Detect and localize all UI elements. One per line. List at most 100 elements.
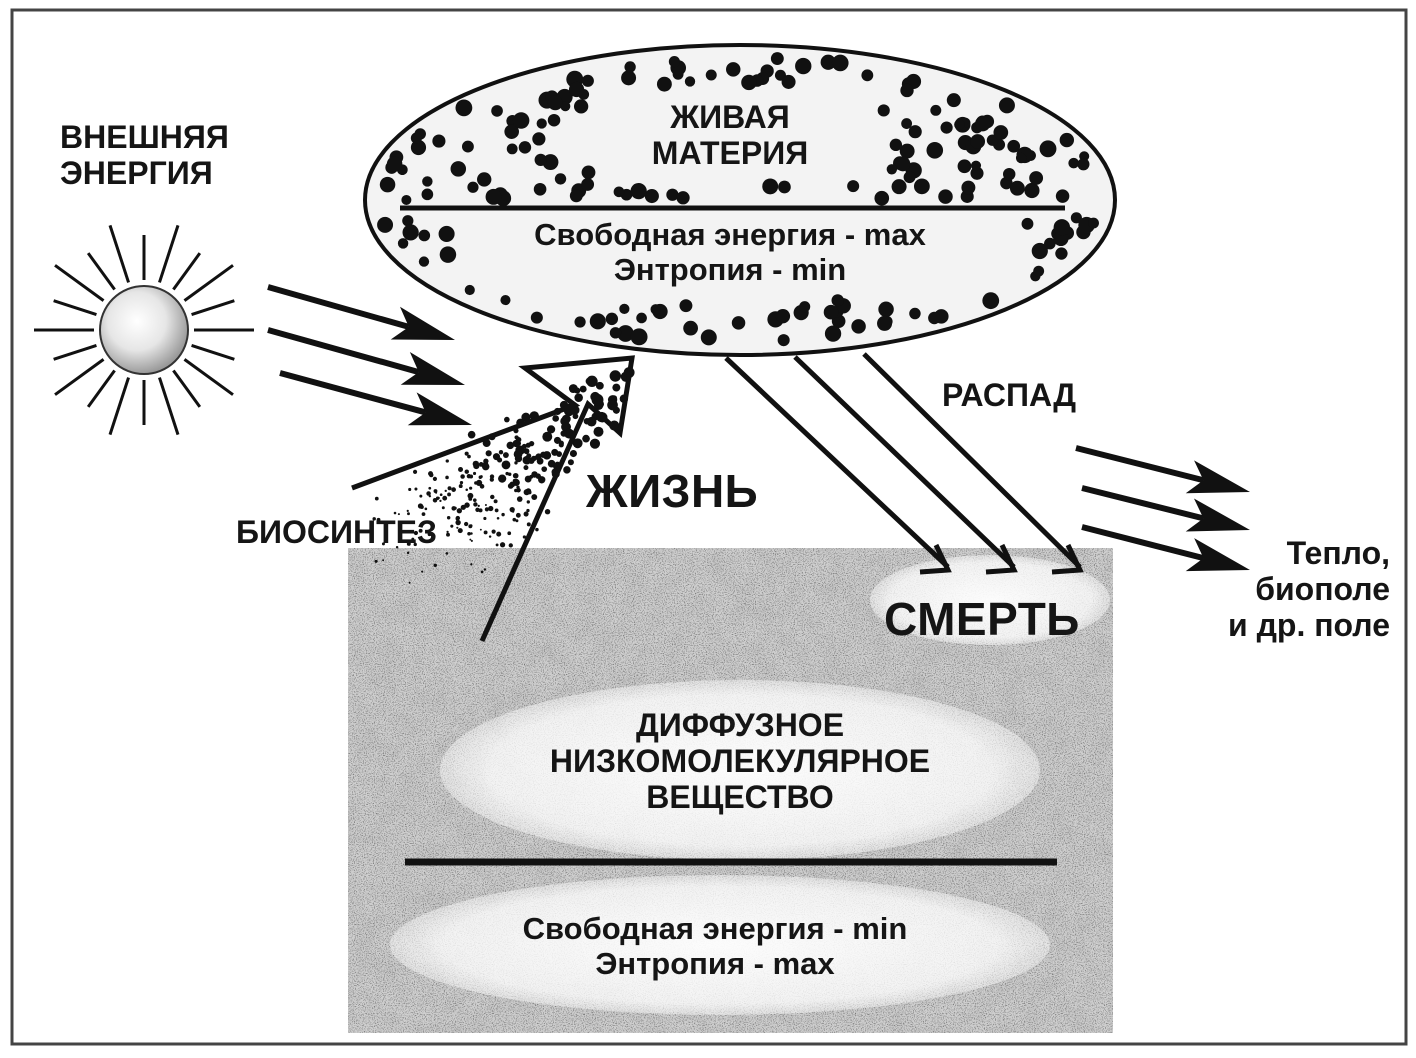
oval-dot (422, 176, 433, 187)
diffuse-matter-line-2: НИЗКОМОЛЕКУЛЯРНОЕ (549, 742, 931, 779)
stipple-dot (446, 530, 449, 534)
stipple-dot (451, 487, 456, 492)
oval-dot (700, 329, 717, 346)
stipple-dot (515, 512, 521, 518)
stipple-dot (521, 443, 527, 449)
stipple-dot (393, 511, 397, 515)
stipple-dot (499, 542, 506, 548)
oval-dot (533, 182, 547, 196)
stipple-dot (496, 531, 502, 537)
oval-dot (438, 225, 455, 242)
oval-dot (536, 118, 547, 129)
oval-dot (1053, 219, 1071, 236)
oval-dot (532, 132, 546, 146)
stipple-dot (484, 503, 487, 506)
oval-dot (975, 116, 991, 132)
sun-ray (54, 358, 105, 396)
living-matter-oval (363, 43, 1117, 357)
oval-dot (909, 307, 921, 320)
stipple-dot (467, 531, 471, 536)
oval-dot (886, 164, 898, 175)
oval-dot (518, 141, 532, 154)
stipple-dot (501, 460, 511, 470)
stipple-dot (427, 532, 432, 537)
stipple-dot (504, 416, 510, 423)
oval-dot (683, 320, 698, 336)
oval-dot (847, 180, 860, 193)
stipple-dot (433, 563, 437, 568)
oval-dot (613, 186, 625, 198)
stipple-dot (458, 484, 463, 489)
sun-icon (34, 224, 254, 436)
stipple-dot (467, 492, 474, 499)
stipple-dot (497, 457, 503, 463)
oval-dot (512, 112, 530, 129)
stipple-dot (612, 383, 621, 392)
stipple-dot (535, 456, 540, 460)
oval-dot (609, 327, 622, 339)
stipple-dot (591, 393, 604, 406)
stipple-dot (475, 479, 483, 487)
stipple-dot (501, 512, 505, 517)
stipple-dot (445, 475, 449, 480)
oval-dot (1088, 217, 1099, 229)
stipple-dot (397, 513, 400, 516)
stipple-dot (411, 537, 415, 541)
biosynthesis-label: БИОСИНТЕЗ (236, 514, 438, 550)
stipple-dot (589, 438, 601, 449)
stipple-dot (535, 527, 539, 532)
oval-dot (455, 99, 473, 117)
living-matter-line-1: ЖИВАЯ (670, 99, 790, 135)
stipple-dot (552, 415, 560, 422)
sun-ray (158, 224, 180, 283)
stipple-dot (489, 474, 495, 479)
oval-dot (1055, 189, 1070, 203)
stipple-dot (491, 529, 496, 534)
oval-dot (775, 308, 791, 324)
oval-dot (636, 312, 647, 324)
stipple-dot (498, 450, 504, 455)
diffuse-matter-box (348, 548, 1113, 1033)
oval-dot (485, 188, 502, 205)
oval-dot (500, 295, 511, 306)
stipple-dot (567, 459, 574, 466)
oval-dot (560, 101, 571, 112)
stipple-dot (455, 519, 461, 526)
stipple-dot (470, 563, 473, 566)
oval-dot (1039, 140, 1057, 158)
oval-dot (547, 95, 563, 111)
stipple-dot (372, 517, 376, 521)
stipple-dot (546, 425, 556, 434)
oval-dot (741, 74, 757, 91)
stipple-dot (526, 522, 531, 527)
oval-dot (467, 181, 479, 193)
output-line-3: и др. поле (1228, 606, 1390, 643)
stipple-dot (512, 472, 519, 479)
oval-dot (418, 229, 431, 242)
stipple-dot (470, 532, 473, 535)
stipple-dot (484, 507, 489, 512)
oval-dot (410, 132, 422, 144)
oval-dot (401, 194, 412, 205)
outgoing-arrow-head (1185, 498, 1250, 532)
stipple-dot (516, 487, 521, 493)
outgoing-arrow-shaft (1081, 485, 1205, 522)
oval-dot (1007, 139, 1021, 153)
stipple-dot (563, 466, 571, 474)
stipple-dot (464, 521, 469, 527)
oval-dot (621, 70, 637, 86)
sun-ray (158, 377, 180, 436)
living-entropy-text: Энтропия - min (613, 251, 847, 287)
oval-dot (705, 69, 717, 81)
oval-dot (795, 57, 812, 75)
stipple-dot (494, 508, 499, 513)
stipple-dot (424, 507, 428, 511)
stipple-dot (508, 543, 513, 548)
outgoing-arrow-head (1185, 460, 1250, 494)
oval-dot (970, 160, 982, 171)
oval-dot (851, 319, 866, 334)
oval-dot (554, 173, 567, 185)
oval-dot (462, 140, 474, 153)
oval-dot (432, 134, 446, 148)
stipple-dot (421, 512, 426, 517)
